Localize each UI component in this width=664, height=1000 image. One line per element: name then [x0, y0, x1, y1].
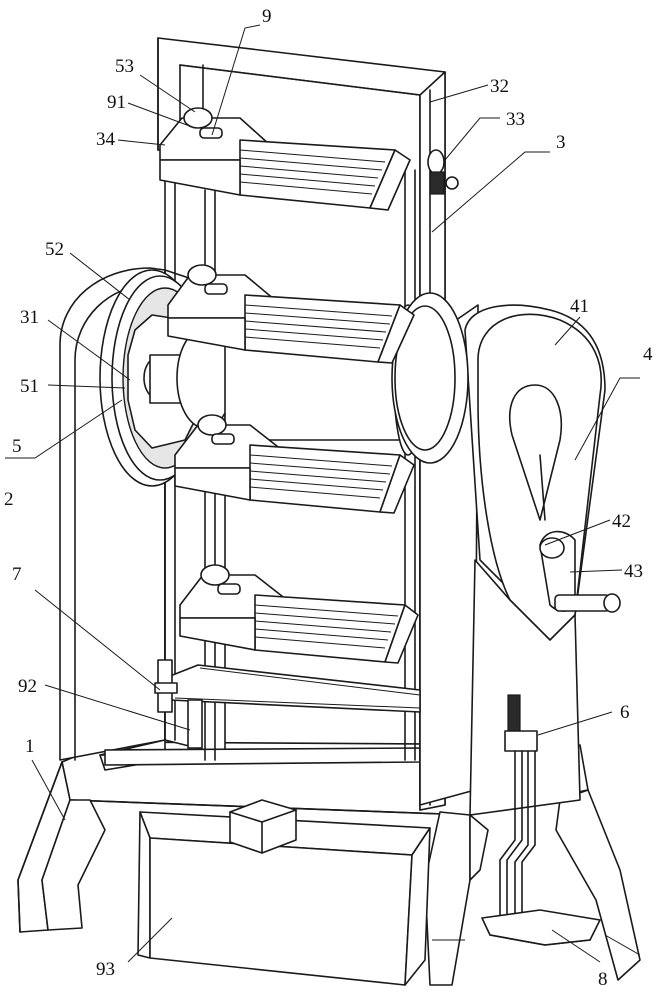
label-43: 43: [624, 561, 643, 582]
rack-lever: [481, 694, 601, 946]
label-51: 51: [20, 376, 39, 397]
label-7: 7: [12, 564, 22, 585]
label-92: 92: [18, 676, 37, 697]
tray-1: [159, 107, 411, 211]
label-2: 2: [4, 489, 14, 510]
label-33: 33: [506, 109, 525, 130]
label-91: 91: [107, 92, 126, 113]
label-4: 4: [643, 344, 653, 365]
label-53: 53: [115, 56, 134, 77]
label-41: 41: [570, 296, 589, 317]
trays: [159, 107, 419, 664]
lower-chute: [154, 659, 421, 749]
label-31: 31: [20, 307, 39, 328]
tray-3: [174, 414, 415, 514]
label-32: 32: [490, 76, 509, 97]
tray-2: [167, 264, 415, 364]
part-labels: 9 53 32 91 33 34 3 52 41 31 4 51 5 2 42 …: [4, 6, 653, 990]
label-3: 3: [556, 132, 566, 153]
label-42: 42: [612, 511, 631, 532]
label-5: 5: [12, 436, 22, 457]
leader-lines: [5, 24, 640, 963]
label-34: 34: [96, 129, 116, 150]
label-52: 52: [45, 239, 64, 260]
tray-4: [179, 564, 419, 664]
label-6: 6: [620, 702, 630, 723]
crank: [539, 530, 621, 613]
collection-box: [137, 799, 431, 986]
tensioner: [427, 149, 459, 195]
label-1: 1: [25, 736, 35, 757]
label-9: 9: [262, 6, 272, 27]
label-8: 8: [598, 969, 608, 990]
label-93: 93: [96, 959, 115, 980]
